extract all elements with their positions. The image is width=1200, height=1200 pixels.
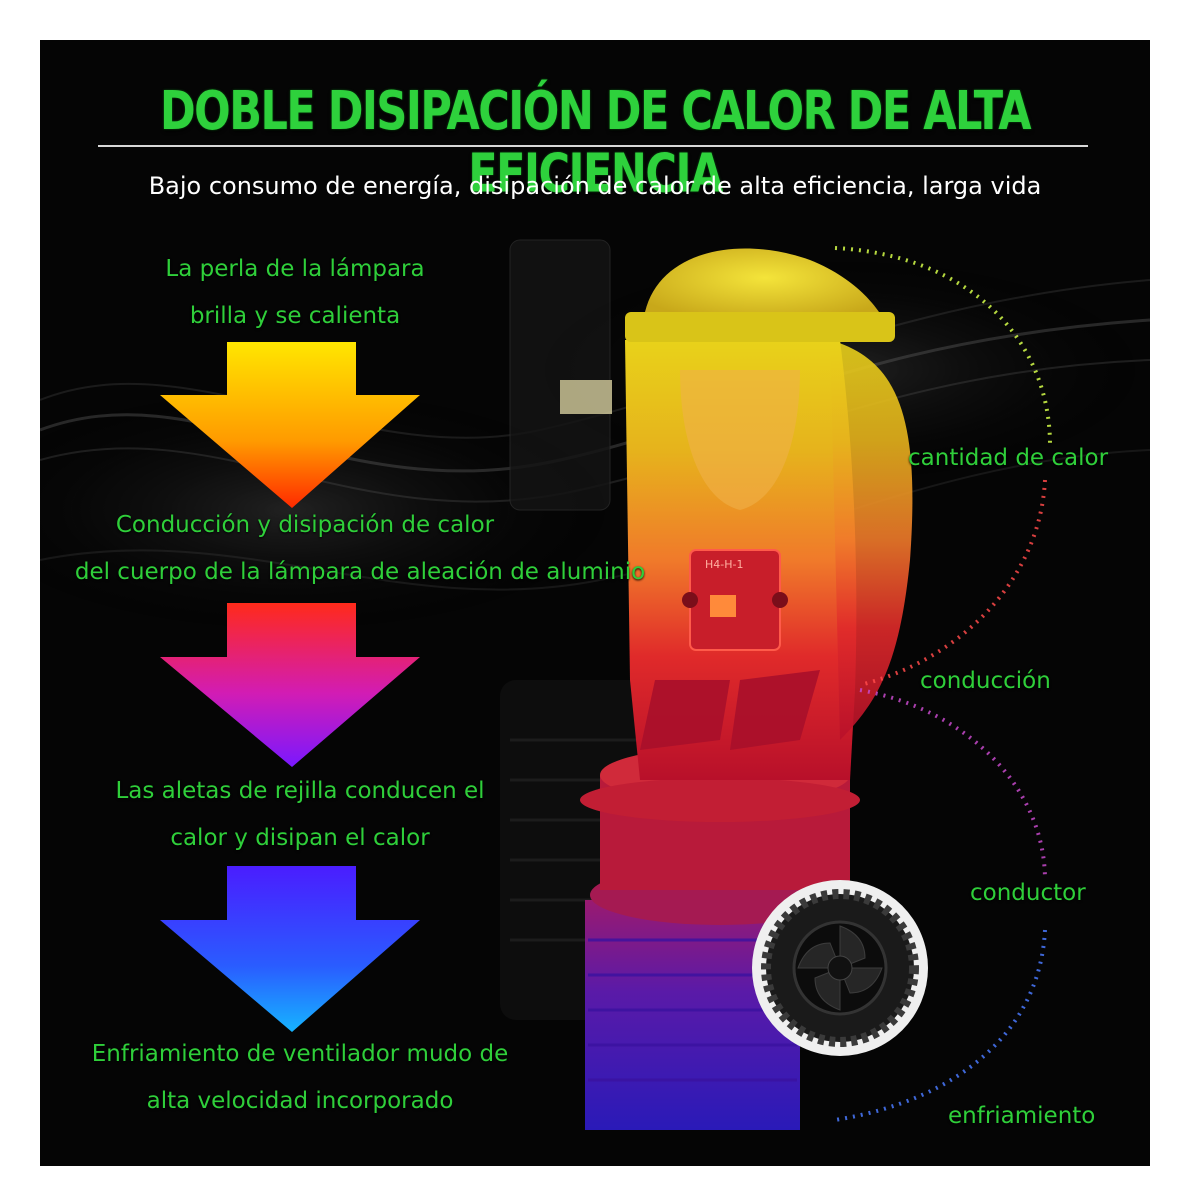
step-caption-4: Enfriamiento de ventilador mudo de alta … bbox=[60, 1031, 540, 1125]
page-title: DOBLE DISIPACIÓN DE CALOR DE ALTA EFICIE… bbox=[159, 80, 1032, 205]
subtitle: Bajo consumo de energía, disipación de c… bbox=[148, 172, 1042, 200]
heat-arrow-1 bbox=[160, 342, 420, 508]
title-divider bbox=[98, 145, 1088, 147]
label-cooling: enfriamiento bbox=[948, 1103, 1096, 1129]
step-1-line-1: La perla de la lámpara bbox=[165, 256, 425, 282]
fan-inset bbox=[752, 880, 928, 1056]
step-caption-3: Las aletas de rejilla conducen el calor … bbox=[80, 768, 520, 862]
label-heat-amount: cantidad de calor bbox=[908, 445, 1109, 471]
bulb-marking: H4-H-1 bbox=[705, 558, 743, 571]
step-3-line-2: calor y disipan el calor bbox=[170, 825, 430, 851]
dotted-arc-conduction bbox=[859, 479, 1047, 687]
dotted-arc-conductor bbox=[859, 688, 1047, 881]
infographic-panel: H4-H-1 DOBLE DISIPACIÓN DE CALOR D bbox=[40, 40, 1150, 1166]
label-conductor: conductor bbox=[970, 880, 1086, 906]
step-4-line-2: alta velocidad incorporado bbox=[146, 1088, 454, 1114]
step-caption-2: Conducción y disipación de calor del cue… bbox=[40, 502, 680, 596]
heat-arrow-2 bbox=[160, 603, 420, 767]
step-caption-1: La perla de la lámpara brilla y se calie… bbox=[135, 246, 455, 340]
step-1-line-2: brilla y se calienta bbox=[189, 303, 401, 329]
step-4-line-1: Enfriamiento de ventilador mudo de bbox=[91, 1041, 509, 1067]
step-2-line-2: del cuerpo de la lámpara de aleación de … bbox=[74, 559, 646, 585]
step-2-line-1: Conducción y disipación de calor bbox=[115, 512, 495, 538]
illustration: H4-H-1 bbox=[40, 239, 1150, 1130]
step-3-line-1: Las aletas de rejilla conducen el bbox=[115, 778, 485, 804]
led-bulb: H4-H-1 bbox=[580, 248, 913, 1130]
label-conduction: conducción bbox=[920, 668, 1051, 694]
heat-arrow-3 bbox=[160, 866, 420, 1032]
